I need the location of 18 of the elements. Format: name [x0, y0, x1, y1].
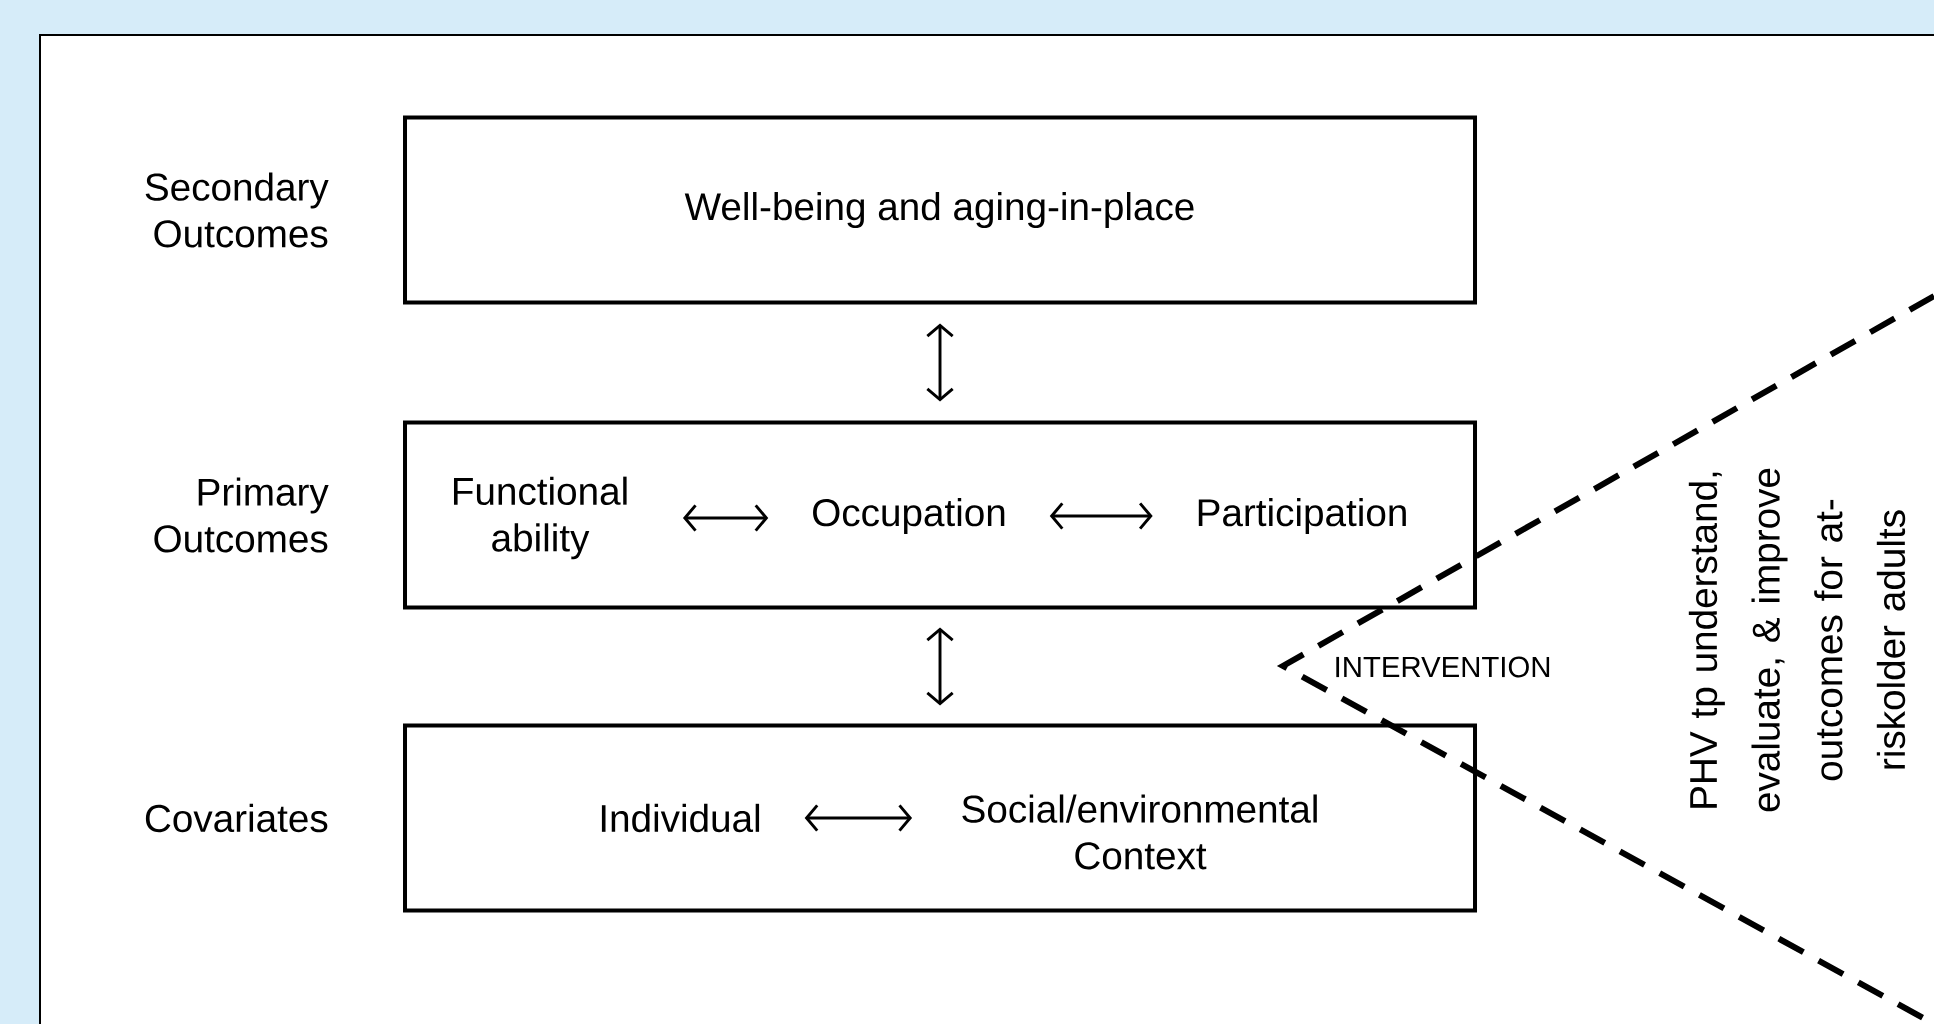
- outcome-box: Well-being and aging-in-place: [403, 115, 1477, 305]
- arrow: [682, 504, 769, 532]
- node-text: Occupation: [813, 497, 1005, 534]
- side-label: Primary Outcomes: [154, 477, 329, 553]
- arrow: [1049, 502, 1153, 530]
- node-text: Social/environmental Context: [962, 794, 1317, 870]
- intervention-label: INTERVENTION: [1336, 656, 1550, 678]
- vertical-note: PHV tp understand, evaluate, & improve outcomes for at-riskolder adults: [1688, 468, 1906, 812]
- side-label: Secondary Outcomes: [145, 172, 329, 248]
- outcome-box: [403, 420, 1477, 610]
- node-text: Participation: [1198, 497, 1406, 534]
- arrow: [926, 323, 954, 402]
- arrow: [926, 627, 954, 706]
- node-text: Individual: [601, 803, 760, 833]
- node-text: Functional ability: [454, 476, 627, 560]
- side-label: Covariates: [145, 803, 328, 833]
- outcome-box: [403, 723, 1477, 913]
- arrow: [804, 804, 913, 832]
